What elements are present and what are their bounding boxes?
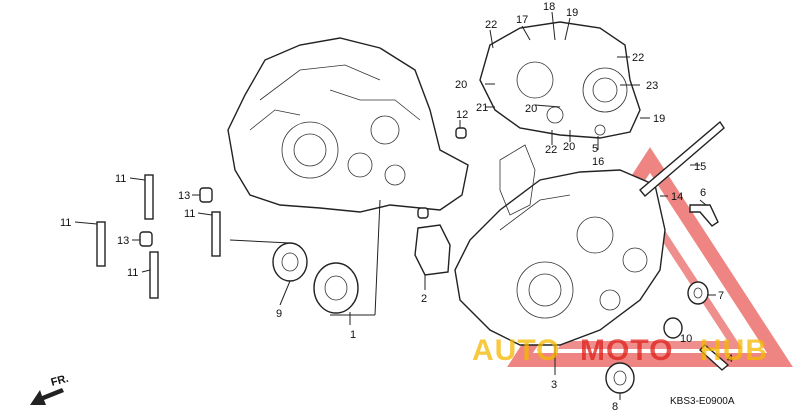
callout-15: 15 [694, 161, 706, 173]
bearing-9 [272, 242, 308, 282]
callout-5: 5 [592, 143, 598, 155]
callout-21: 21 [476, 102, 488, 114]
callout-20-c: 20 [525, 103, 537, 115]
callout-23: 23 [646, 80, 658, 92]
callout-22-a: 22 [485, 19, 497, 31]
leader-lines [74, 11, 716, 400]
callouts: 11 13 11 11 13 11 9 1 12 2 3 8 10 4 7 6 … [60, 1, 733, 411]
watermark-text-left: AUTO [472, 334, 560, 367]
callout-1: 1 [350, 329, 356, 341]
callout-7: 7 [718, 290, 724, 302]
bolt [698, 344, 730, 371]
callout-19-b: 19 [653, 113, 665, 125]
front-label: FR. [50, 373, 70, 389]
callout-17: 17 [516, 14, 528, 26]
stud-bolts [96, 174, 221, 299]
seal-10 [663, 317, 683, 339]
callout-8: 8 [612, 401, 618, 411]
callout-22-b: 22 [632, 52, 644, 64]
callout-2: 2 [421, 293, 427, 305]
diagram-code: KBS3-E0900A [670, 396, 735, 407]
right-crankcase [454, 169, 666, 346]
callout-9: 9 [276, 308, 282, 320]
callout-11-a: 11 [115, 173, 126, 185]
callout-22-c: 22 [545, 144, 557, 156]
callout-3: 3 [551, 379, 557, 391]
callout-4: 4 [727, 353, 733, 365]
callout-19-a: 19 [566, 7, 578, 19]
callout-11-c: 11 [60, 217, 71, 229]
callout-12: 12 [456, 109, 468, 121]
callout-14: 14 [671, 191, 683, 203]
bearing-1 [313, 262, 359, 314]
callout-10: 10 [680, 333, 692, 345]
clip [689, 204, 719, 227]
watermark-text: AUTO MOTO HUB [472, 334, 768, 367]
bearing-7 [687, 281, 709, 305]
crankcase-inner-view [479, 21, 641, 139]
callout-11-d: 11 [127, 267, 138, 279]
callout-18: 18 [543, 1, 555, 13]
callout-20-a: 20 [455, 79, 467, 91]
bearing-8 [605, 362, 635, 394]
front-arrow: FR. [30, 373, 70, 405]
left-crankcase [227, 37, 469, 213]
callout-11-b: 11 [184, 208, 195, 220]
callout-20-b: 20 [563, 141, 575, 153]
callout-13-a: 13 [178, 190, 190, 202]
watermark-text-right: HUB [700, 334, 768, 367]
breather-tube [639, 120, 725, 197]
gasket-top [499, 144, 536, 216]
callout-16: 16 [592, 156, 604, 168]
gasket [414, 224, 451, 276]
callout-6: 6 [700, 187, 706, 199]
callout-13-b: 13 [117, 235, 129, 247]
watermark-text-mid: MOTO [580, 334, 673, 367]
dowel-pins [139, 127, 467, 247]
